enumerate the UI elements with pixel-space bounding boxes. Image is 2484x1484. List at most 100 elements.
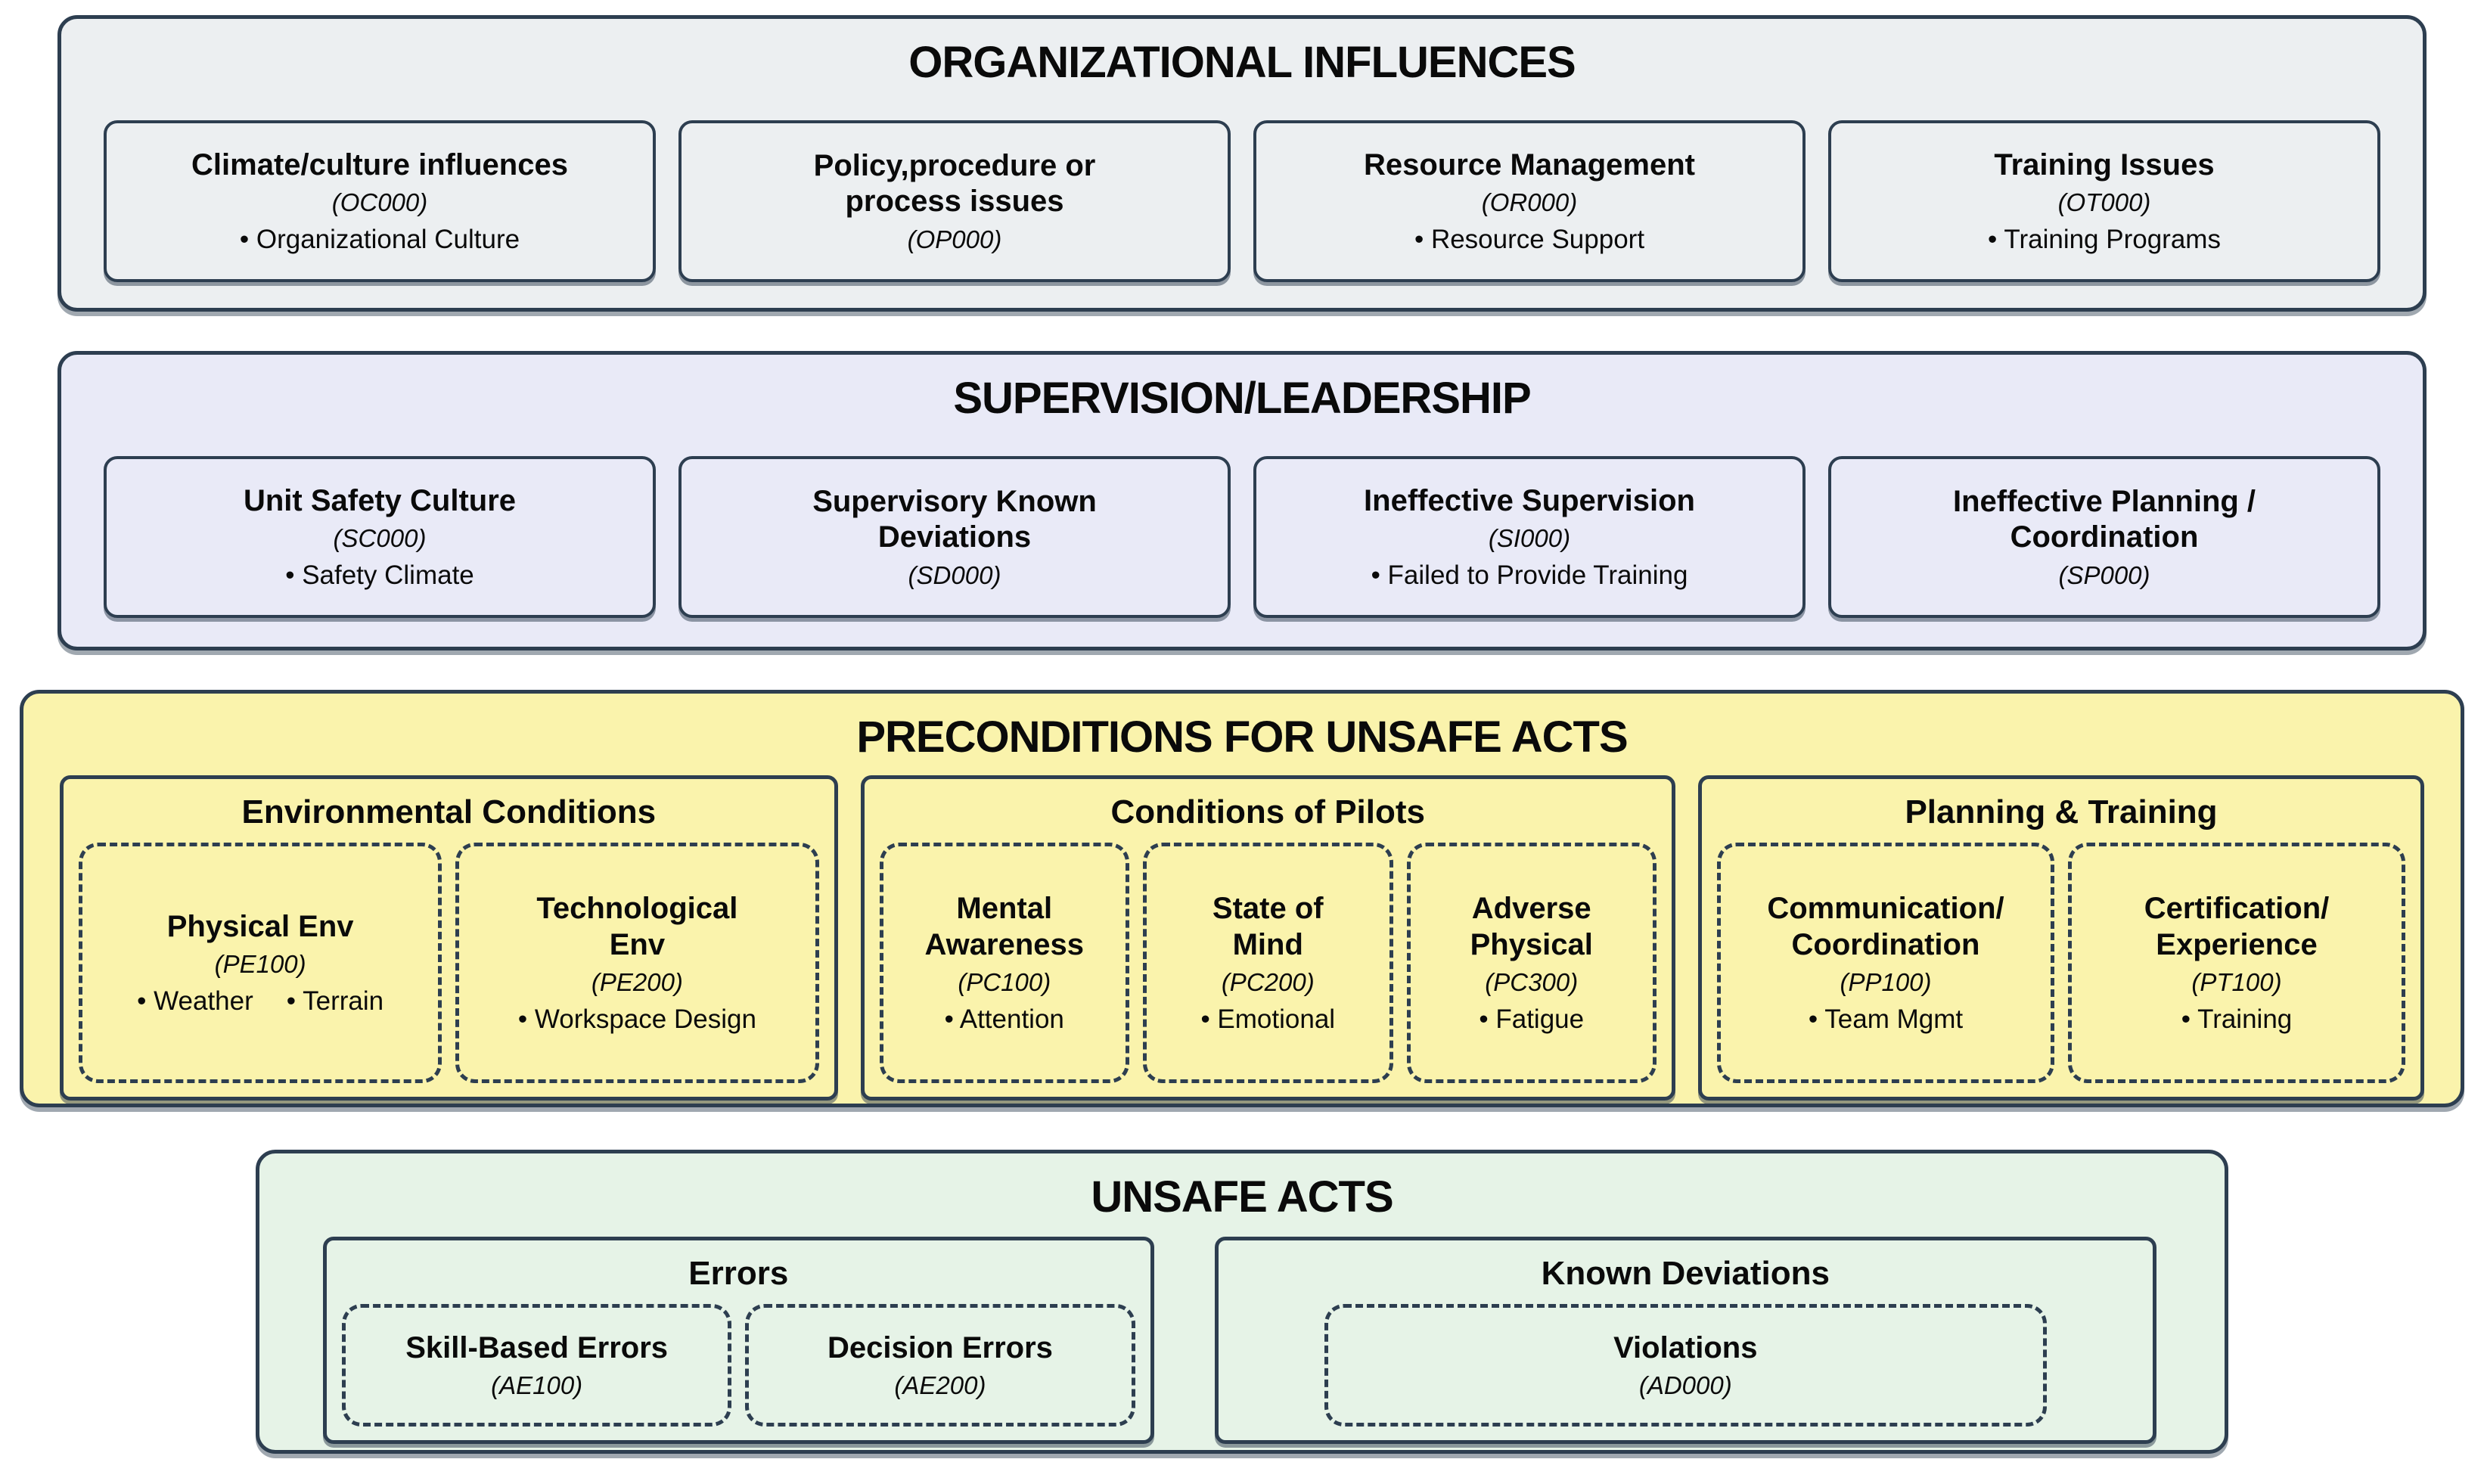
group-row: Environmental Conditions Physical Env (P…: [23, 775, 2461, 1101]
group-environmental-conditions: Environmental Conditions Physical Env (P…: [60, 775, 838, 1101]
layer-title: UNSAFE ACTS: [1091, 1172, 1393, 1222]
dash-row: Communication/ Coordination (PP100) Team…: [1716, 843, 2406, 1084]
dashed-box-adverse-physical: Adverse Physical (PC300) Fatigue: [1406, 843, 1657, 1084]
dashed-box-decision-errors: Decision Errors (AE200): [745, 1304, 1135, 1427]
dashed-box-technological-env: Technological Env (PE200) Workspace Desi…: [455, 843, 819, 1084]
dashed-box-communication-coordination: Communication/ Coordination (PP100) Team…: [1716, 843, 2054, 1084]
box-code: (SP000): [2058, 560, 2150, 589]
box-title: Adverse Physical: [1470, 892, 1593, 961]
box-code: (OC000): [331, 188, 428, 216]
box-bullets: Attention: [945, 1004, 1064, 1035]
dashed-box-physical-env: Physical Env (PE100) Weather Terrain: [79, 843, 442, 1084]
group-known-deviations: Known Deviations Violations (AD000): [1214, 1236, 2156, 1445]
category-box-supervisory-known-deviations: Supervisory Known Deviations (SD000): [678, 455, 1231, 618]
group-planning-training: Planning & Training Communication/ Coord…: [1697, 775, 2425, 1101]
bullet-item: Safety Climate: [285, 560, 474, 591]
dash-row: Violations (AD000): [1234, 1304, 2138, 1427]
category-box-resource-management: Resource Management (OR000) Resource Sup…: [1253, 120, 1806, 282]
category-box-ineffective-planning-coordination: Ineffective Planning / Coordination (SP0…: [1828, 455, 2380, 618]
box-title: Certification/ Experience: [2144, 892, 2330, 961]
box-bullets: Resource Support: [1414, 225, 1644, 255]
layer-supervision-leadership: SUPERVISION/LEADERSHIP Unit Safety Cultu…: [57, 351, 2427, 650]
layer-title: ORGANIZATIONAL INFLUENCES: [908, 38, 1576, 87]
box-bullets: Failed to Provide Training: [1371, 560, 1688, 591]
box-title: State of Mind: [1212, 892, 1324, 961]
bullet-item: Training: [2181, 1004, 2292, 1035]
box-title: Policy,procedure or process issues: [813, 149, 1096, 219]
box-code: (PE100): [214, 950, 306, 979]
dash-row: Physical Env (PE100) Weather Terrain Tec…: [79, 843, 819, 1084]
box-code: (AE100): [491, 1371, 583, 1400]
box-code: (PC200): [1221, 967, 1315, 996]
box-bullets: Team Mgmt: [1809, 1004, 1963, 1035]
box-code: (PC100): [958, 967, 1051, 996]
box-title: Ineffective Supervision: [1364, 483, 1695, 517]
box-title: Decision Errors: [827, 1331, 1053, 1365]
bullet-item: Training Programs: [1988, 225, 2221, 255]
box-title: Physical Env: [166, 910, 354, 943]
box-code: (OT000): [2057, 188, 2151, 216]
box-code: (SD000): [908, 560, 1001, 589]
box-code: (PT100): [2191, 967, 2282, 996]
group-title: Environmental Conditions: [241, 793, 657, 830]
group-conditions-of-pilots: Conditions of Pilots Mental Awareness (P…: [860, 775, 1675, 1101]
bullet-item: Emotional: [1200, 1004, 1335, 1035]
box-code: (AD000): [1638, 1371, 1732, 1400]
box-bullets: Emotional: [1200, 1004, 1335, 1035]
box-title: Training Issues: [1994, 147, 2215, 182]
bullet-item: Organizational Culture: [240, 225, 520, 255]
dashed-box-state-of-mind: State of Mind (PC200) Emotional: [1143, 843, 1393, 1084]
box-bullets: Fatigue: [1479, 1004, 1584, 1035]
dash-row: Mental Awareness (PC100) Attention State…: [879, 843, 1657, 1084]
category-box-training-issues: Training Issues (OT000) Training Program…: [1828, 120, 2380, 282]
box-title: Violations: [1613, 1331, 1758, 1365]
box-title: Resource Management: [1364, 147, 1695, 182]
box-title: Supervisory Known Deviations: [812, 485, 1097, 554]
category-box-policy-procedure: Policy,procedure or process issues (OP00…: [678, 120, 1231, 282]
layer-unsafe-acts: UNSAFE ACTS Errors Skill-Based Errors (A…: [256, 1150, 2228, 1454]
box-title: Skill-Based Errors: [405, 1331, 669, 1365]
bullet-item: Workspace Design: [518, 1004, 756, 1035]
box-code: (SC000): [333, 523, 427, 552]
bullet-item: Terrain: [287, 986, 383, 1017]
group-title: Known Deviations: [1541, 1254, 1830, 1292]
box-title: Ineffective Planning / Coordination: [1952, 485, 2256, 554]
group-errors: Errors Skill-Based Errors (AE100) Decisi…: [323, 1236, 1154, 1445]
box-bullets: Weather Terrain: [137, 986, 383, 1017]
box-bullets: Organizational Culture: [240, 225, 520, 255]
layer-preconditions-unsafe-acts: PRECONDITIONS FOR UNSAFE ACTS Environmen…: [20, 690, 2464, 1107]
category-box-climate-culture: Climate/culture influences (OC000) Organ…: [104, 120, 656, 282]
layer-title: SUPERVISION/LEADERSHIP: [953, 374, 1531, 423]
dashed-box-certification-experience: Certification/ Experience (PT100) Traini…: [2068, 843, 2406, 1084]
box-bullets: Workspace Design: [518, 1004, 756, 1035]
dashed-box-mental-awareness: Mental Awareness (PC100) Attention: [879, 843, 1130, 1084]
box-title: Technological Env: [536, 892, 738, 961]
dash-row: Skill-Based Errors (AE100) Decision Erro…: [342, 1304, 1135, 1427]
box-code: (SI000): [1488, 523, 1571, 552]
dashed-box-skill-based-errors: Skill-Based Errors (AE100): [342, 1304, 732, 1427]
dashed-box-violations: Violations (AD000): [1324, 1304, 2047, 1427]
box-row: Climate/culture influences (OC000) Organ…: [61, 120, 2423, 282]
group-row: Errors Skill-Based Errors (AE100) Decisi…: [259, 1236, 2225, 1445]
bullet-item: Resource Support: [1414, 225, 1644, 255]
layer-title: PRECONDITIONS FOR UNSAFE ACTS: [856, 713, 1628, 762]
box-code: (OP000): [907, 225, 1002, 253]
bullet-item: Weather: [137, 986, 253, 1017]
box-code: (OR000): [1481, 188, 1578, 216]
bullet-item: Team Mgmt: [1809, 1004, 1963, 1035]
box-bullets: Training: [2181, 1004, 2292, 1035]
box-bullets: Safety Climate: [285, 560, 474, 591]
category-box-ineffective-supervision: Ineffective Supervision (SI000) Failed t…: [1253, 455, 1806, 618]
group-title: Planning & Training: [1905, 793, 2218, 830]
box-code: (PC300): [1485, 967, 1579, 996]
bullet-item: Attention: [945, 1004, 1064, 1035]
box-title: Communication/ Coordination: [1767, 892, 2004, 961]
bullet-item: Fatigue: [1479, 1004, 1584, 1035]
group-title: Errors: [688, 1254, 789, 1292]
box-title: Unit Safety Culture: [243, 483, 517, 517]
box-code: (PE200): [591, 967, 683, 996]
bullet-item: Failed to Provide Training: [1371, 560, 1688, 591]
box-code: (PP100): [1840, 967, 1932, 996]
layer-organizational-influences: ORGANIZATIONAL INFLUENCES Climate/cultur…: [57, 15, 2427, 312]
box-row: Unit Safety Culture (SC000) Safety Clima…: [61, 455, 2423, 618]
